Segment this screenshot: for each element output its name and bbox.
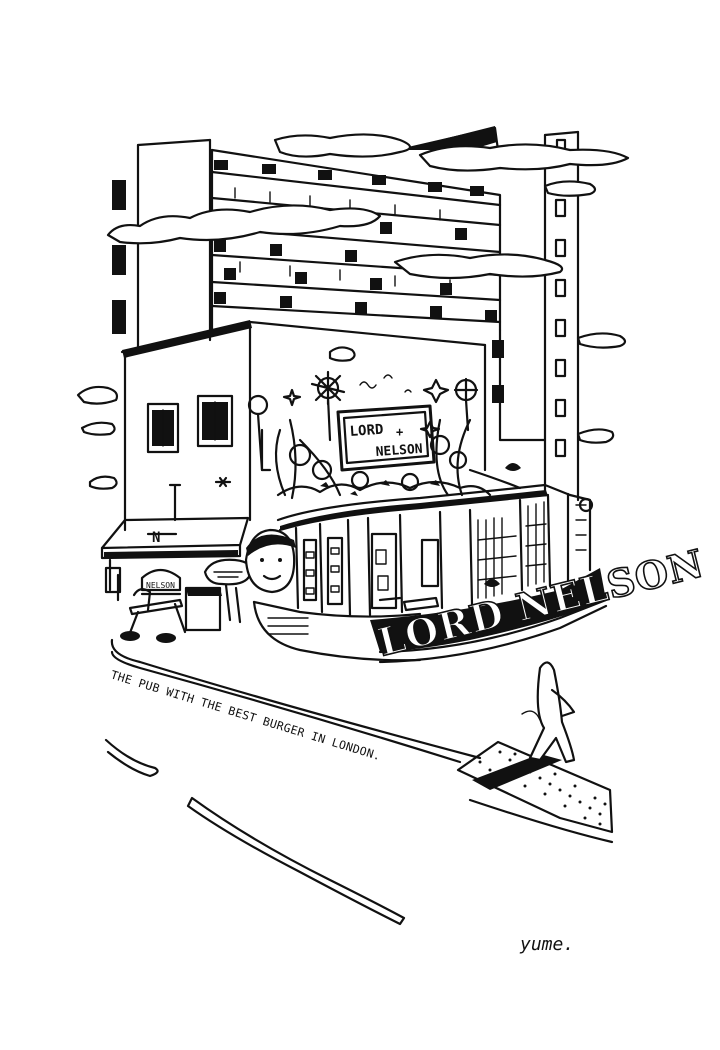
street bbox=[104, 638, 614, 926]
background-tower-left bbox=[112, 138, 212, 352]
pub-sign-plus: + bbox=[396, 425, 403, 439]
awning-area: N bbox=[100, 516, 250, 602]
pub-sign-line2: NELSON bbox=[375, 442, 423, 460]
burger-sign: NELSON bbox=[140, 568, 182, 596]
flower-mural bbox=[247, 370, 492, 500]
artist-signature: yume. bbox=[519, 934, 574, 955]
portrait-sign bbox=[203, 528, 296, 594]
pub-sign-line1: LORD bbox=[349, 422, 384, 440]
clouds bbox=[76, 133, 630, 490]
pedestrian bbox=[521, 661, 576, 764]
background-tower-right bbox=[492, 130, 580, 502]
awning-letter: N bbox=[152, 530, 160, 546]
corner-pub-storefront bbox=[252, 463, 608, 664]
pub-sign: LORD + NELSON bbox=[336, 404, 436, 472]
caption: THE PUB WITH THE BEST BURGER IN LONDON. bbox=[109, 667, 383, 763]
burger-sign-text: NELSON bbox=[146, 581, 175, 590]
pub-building bbox=[120, 320, 487, 532]
outdoor-seating bbox=[120, 583, 242, 643]
facade-lettering: LORD NELSON bbox=[373, 540, 708, 665]
